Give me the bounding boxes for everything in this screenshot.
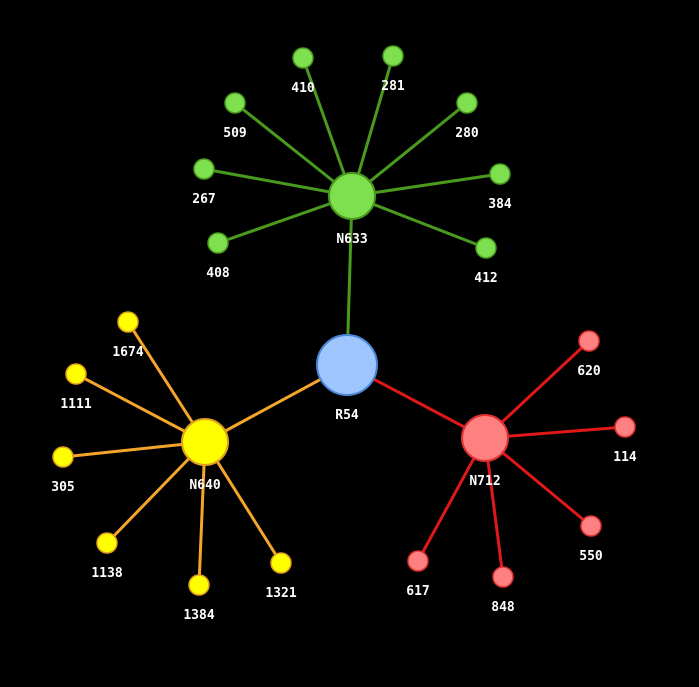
node-617[interactable] bbox=[407, 550, 429, 572]
node-410[interactable] bbox=[292, 47, 314, 69]
node-label-408: 408 bbox=[206, 266, 230, 281]
node-label-1111: 1111 bbox=[60, 397, 91, 412]
node-label-617: 617 bbox=[406, 584, 429, 599]
node-550[interactable] bbox=[580, 515, 602, 537]
node-N640[interactable] bbox=[181, 418, 229, 466]
node-label-N640: N640 bbox=[189, 478, 220, 493]
edge-N633-280 bbox=[350, 101, 469, 198]
node-267[interactable] bbox=[193, 158, 215, 180]
node-label-1384: 1384 bbox=[183, 608, 214, 623]
node-1111[interactable] bbox=[65, 363, 87, 385]
edge-N633-410 bbox=[301, 56, 354, 198]
node-label-281: 281 bbox=[381, 79, 405, 94]
node-N633[interactable] bbox=[328, 172, 376, 220]
node-label-267: 267 bbox=[192, 192, 215, 207]
node-label-N712: N712 bbox=[469, 474, 500, 489]
node-848[interactable] bbox=[492, 566, 514, 588]
node-412[interactable] bbox=[475, 237, 497, 259]
node-label-280: 280 bbox=[455, 126, 479, 141]
node-label-305: 305 bbox=[51, 480, 74, 495]
node-label-R54: R54 bbox=[335, 408, 359, 423]
node-509[interactable] bbox=[224, 92, 246, 114]
node-114[interactable] bbox=[614, 416, 636, 438]
nodes-layer bbox=[52, 45, 636, 596]
node-N712[interactable] bbox=[461, 414, 509, 462]
edge-N633-267 bbox=[202, 167, 354, 198]
node-R54[interactable] bbox=[316, 334, 378, 396]
node-label-384: 384 bbox=[488, 197, 512, 212]
node-label-412: 412 bbox=[474, 271, 497, 286]
node-label-550: 550 bbox=[579, 549, 603, 564]
node-1384[interactable] bbox=[188, 574, 210, 596]
node-label-620: 620 bbox=[577, 364, 601, 379]
node-305[interactable] bbox=[52, 446, 74, 468]
edge-N640-1111 bbox=[74, 372, 207, 444]
edge-N633-384 bbox=[350, 172, 502, 198]
node-281[interactable] bbox=[382, 45, 404, 67]
node-384[interactable] bbox=[489, 163, 511, 185]
node-1138[interactable] bbox=[96, 532, 118, 554]
node-408[interactable] bbox=[207, 232, 229, 254]
node-620[interactable] bbox=[578, 330, 600, 352]
node-label-114: 114 bbox=[613, 450, 637, 465]
node-label-410: 410 bbox=[291, 81, 315, 96]
node-label-1674: 1674 bbox=[112, 345, 143, 360]
node-label-N633: N633 bbox=[336, 232, 367, 247]
node-label-509: 509 bbox=[223, 126, 246, 141]
node-label-848: 848 bbox=[491, 600, 515, 615]
node-1674[interactable] bbox=[117, 311, 139, 333]
edge-N633-281 bbox=[350, 54, 395, 198]
edge-N633-509 bbox=[233, 101, 354, 198]
node-label-1138: 1138 bbox=[91, 566, 122, 581]
node-280[interactable] bbox=[456, 92, 478, 114]
node-1321[interactable] bbox=[270, 552, 292, 574]
node-label-1321: 1321 bbox=[265, 586, 296, 601]
